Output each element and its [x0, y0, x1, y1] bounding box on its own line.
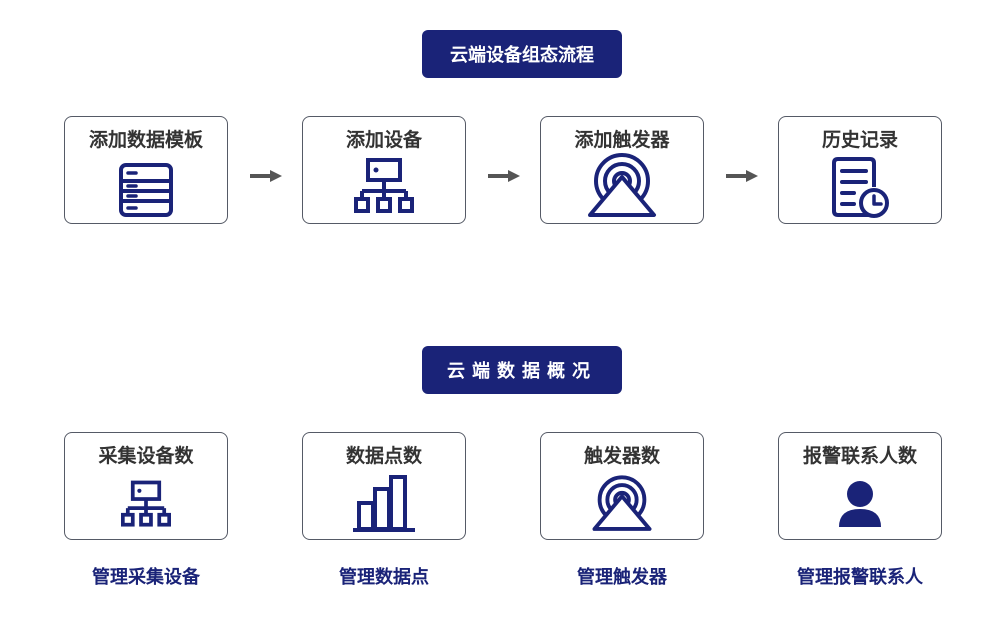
flow-step-history[interactable]: 历史记录 [778, 116, 942, 224]
document-clock-icon [832, 157, 889, 218]
manage-contacts-link[interactable]: 管理报警联系人 [797, 567, 923, 588]
flow-arrow-icon [488, 170, 520, 182]
network-tree-icon [121, 480, 171, 527]
target-trigger-icon [592, 475, 652, 531]
bar-chart-icon [353, 475, 415, 532]
flow-step-add-trigger[interactable]: 添加触发器 [540, 116, 704, 224]
flow-step-add-data-template[interactable]: 添加数据模板 [64, 116, 228, 224]
flow-step-add-device[interactable]: 添加设备 [302, 116, 466, 224]
overview-card-label: 采集设备数 [98, 445, 194, 467]
manage-datapoints-link[interactable]: 管理数据点 [339, 567, 429, 588]
manage-triggers-link[interactable]: 管理触发器 [577, 567, 667, 588]
flow-step-label: 历史记录 [821, 129, 898, 151]
server-stack-icon [119, 163, 173, 217]
network-tree-icon [354, 158, 414, 213]
overview-card-datapoints: 数据点数 [302, 432, 466, 540]
overview-card-contacts: 报警联系人数 [778, 432, 942, 540]
person-icon [839, 481, 881, 527]
flow-arrow-icon [726, 170, 758, 182]
overview-card-triggers: 触发器数 [540, 432, 704, 540]
flow-step-label: 添加触发器 [574, 129, 670, 151]
overview-card-label: 数据点数 [345, 445, 422, 467]
target-trigger-icon [588, 153, 656, 217]
flow-step-label: 添加设备 [345, 129, 422, 151]
overview-card-devices: 采集设备数 [64, 432, 228, 540]
overview-card-label: 触发器数 [583, 445, 660, 467]
overview-card-label: 报警联系人数 [802, 445, 917, 467]
overview-title: 云端数据概况 [422, 346, 622, 394]
flow-arrow-icon [250, 170, 282, 182]
flow-step-label: 添加数据模板 [88, 129, 203, 151]
flow-title: 云端设备组态流程 [422, 30, 622, 78]
manage-devices-link[interactable]: 管理采集设备 [92, 567, 200, 588]
